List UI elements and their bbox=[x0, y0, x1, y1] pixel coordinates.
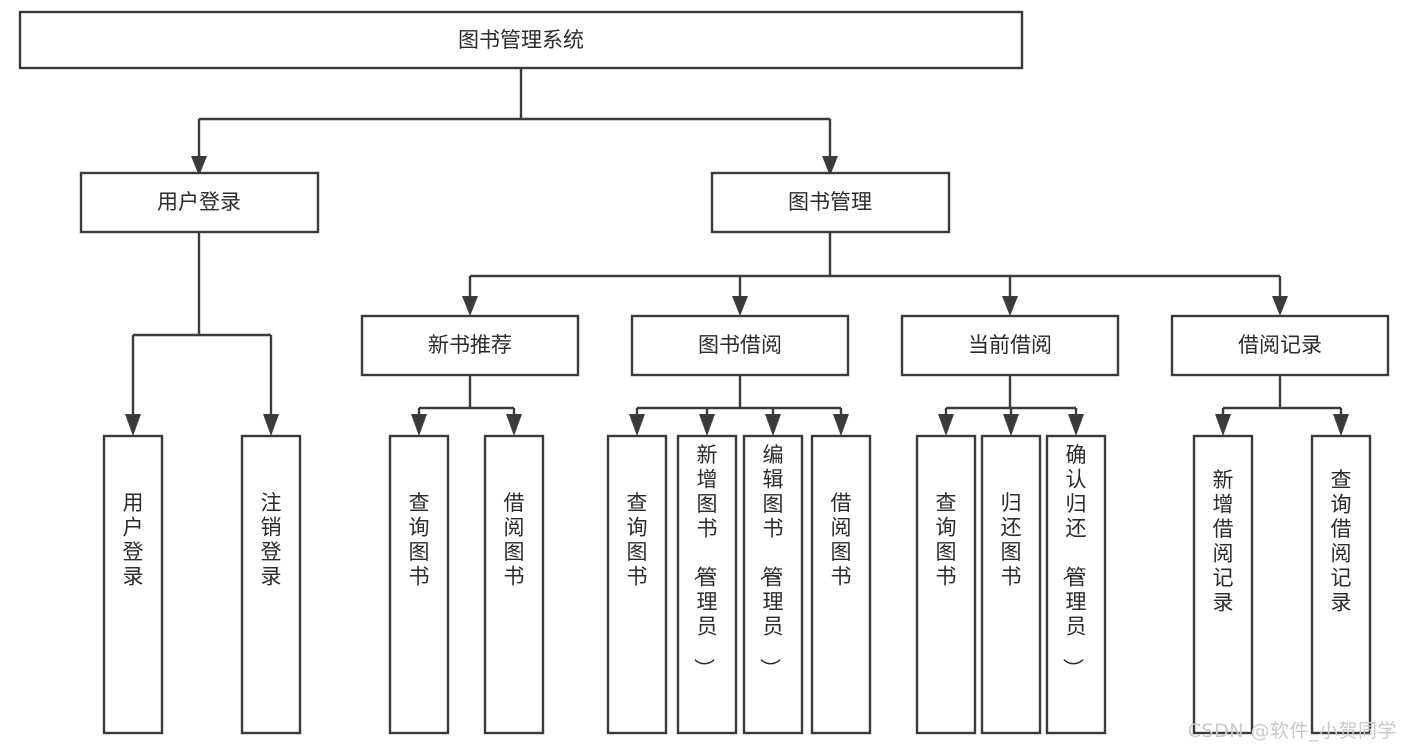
node-user-login[interactable]: 用户登录 bbox=[79, 171, 320, 234]
node-new-book-recommend-box[interactable] bbox=[360, 314, 580, 377]
node-leaf-nb-search-book[interactable]: 查询图书 bbox=[388, 434, 450, 735]
node-leaf-nb-borrow-book[interactable]: 借阅图书 bbox=[483, 434, 545, 735]
node-leaf-bb-edit-book-box[interactable] bbox=[742, 434, 804, 735]
node-leaf-br-add-record[interactable]: 新增借阅记录 bbox=[1192, 434, 1254, 735]
node-current-borrow-label: 当前借阅 bbox=[968, 333, 1052, 357]
arrow-head-book-manage bbox=[822, 156, 838, 176]
node-root[interactable]: 图书管理系统 bbox=[18, 10, 1024, 70]
node-leaf-bb-add-book[interactable]: 新增图书（管理员） bbox=[676, 434, 738, 735]
arrow-head-leaf-user-login-1 bbox=[125, 414, 141, 436]
node-leaf-nb-borrow-book-box[interactable] bbox=[483, 434, 545, 735]
node-new-book-recommend[interactable]: 新书推荐 bbox=[360, 314, 580, 377]
node-leaf-cb-confirm-return[interactable]: 确认归还（管理员） bbox=[1045, 434, 1107, 735]
arrow-head-current-borrow bbox=[1002, 296, 1018, 316]
node-leaf-user-login-box[interactable] bbox=[102, 434, 164, 735]
node-leaf-nb-borrow-book-label: 借阅图书 bbox=[504, 491, 525, 589]
node-new-book-recommend-label: 新书推荐 bbox=[428, 333, 512, 357]
node-leaf-cb-return-book[interactable]: 归还图书 bbox=[980, 434, 1042, 735]
node-leaf-bb-borrow-book-label: 借阅图书 bbox=[831, 491, 852, 589]
arrow-head-new-book bbox=[462, 296, 478, 316]
node-leaf-bb-edit-book-label: 编辑图书（管理员） bbox=[758, 443, 784, 679]
node-leaf-nb-search-book-box[interactable] bbox=[388, 434, 450, 735]
node-book-manage[interactable]: 图书管理 bbox=[710, 171, 951, 234]
node-book-borrow-box[interactable] bbox=[630, 314, 850, 377]
arrow-head-book-borrow bbox=[732, 296, 748, 316]
arrow-head-borrow-record bbox=[1272, 296, 1288, 316]
node-leaf-br-search-record-box[interactable] bbox=[1310, 434, 1372, 735]
node-root-box[interactable] bbox=[18, 10, 1024, 70]
node-leaf-bb-borrow-book[interactable]: 借阅图书 bbox=[810, 434, 872, 735]
node-leaf-bb-search-book[interactable]: 查询图书 bbox=[606, 434, 668, 735]
node-book-manage-label: 图书管理 bbox=[788, 190, 872, 214]
node-leaf-logout-label: 注销登录 bbox=[261, 491, 282, 589]
arrow-head-leaf-book-borrow-1 bbox=[629, 414, 645, 436]
arrow-head-leaf-current-borrow-3 bbox=[1068, 414, 1084, 436]
node-borrow-record[interactable]: 借阅记录 bbox=[1170, 314, 1390, 377]
node-book-manage-box[interactable] bbox=[710, 171, 951, 234]
arrow-head-leaf-book-borrow-3 bbox=[765, 414, 781, 436]
arrow-head-leaf-book-borrow-4 bbox=[833, 414, 849, 436]
node-leaf-logout-box[interactable] bbox=[240, 434, 302, 735]
node-current-borrow[interactable]: 当前借阅 bbox=[900, 314, 1120, 377]
arrow-head-leaf-borrow-record-1 bbox=[1215, 414, 1231, 436]
node-leaf-cb-search-book-box[interactable] bbox=[915, 434, 977, 735]
arrow-head-user-login bbox=[191, 156, 207, 176]
node-leaf-cb-return-book-box[interactable] bbox=[980, 434, 1042, 735]
node-leaf-user-login-label: 用户登录 bbox=[123, 491, 144, 589]
arrow-head-leaf-current-borrow-2 bbox=[1003, 414, 1019, 436]
node-leaf-cb-confirm-return-box[interactable] bbox=[1045, 434, 1107, 735]
node-leaf-cb-confirm-return-label: 确认归还（管理员） bbox=[1061, 443, 1087, 679]
arrow-head-leaf-user-login-2 bbox=[263, 414, 279, 436]
node-leaf-br-add-record-box[interactable] bbox=[1192, 434, 1254, 735]
node-leaf-br-search-record[interactable]: 查询借阅记录 bbox=[1310, 434, 1372, 735]
node-leaf-bb-add-book-box[interactable] bbox=[676, 434, 738, 735]
arrow-head-leaf-current-borrow-1 bbox=[938, 414, 954, 436]
node-leaf-bb-borrow-book-box[interactable] bbox=[810, 434, 872, 735]
node-borrow-record-box[interactable] bbox=[1170, 314, 1390, 377]
arrow-head-leaf-new-book-2 bbox=[506, 414, 522, 436]
node-leaf-cb-return-book-label: 归还图书 bbox=[1001, 491, 1022, 589]
node-user-login-box[interactable] bbox=[79, 171, 320, 234]
node-borrow-record-label: 借阅记录 bbox=[1238, 333, 1322, 357]
node-leaf-bb-search-book-box[interactable] bbox=[606, 434, 668, 735]
node-leaf-br-add-record-label: 新增借阅记录 bbox=[1213, 468, 1234, 615]
node-leaf-nb-search-book-label: 查询图书 bbox=[409, 491, 430, 589]
node-user-login-label: 用户登录 bbox=[157, 190, 241, 214]
node-leaf-logout[interactable]: 注销登录 bbox=[240, 434, 302, 735]
arrow-head-leaf-new-book-1 bbox=[411, 414, 427, 436]
connector-group bbox=[125, 68, 1349, 436]
node-book-borrow-label: 图书借阅 bbox=[698, 333, 782, 357]
node-leaf-user-login[interactable]: 用户登录 bbox=[102, 434, 164, 735]
node-leaf-br-search-record-label: 查询借阅记录 bbox=[1331, 468, 1352, 615]
node-leaf-cb-search-book[interactable]: 查询图书 bbox=[915, 434, 977, 735]
node-leaf-bb-add-book-label: 新增图书（管理员） bbox=[692, 443, 718, 679]
node-book-borrow[interactable]: 图书借阅 bbox=[630, 314, 850, 377]
node-leaf-bb-edit-book[interactable]: 编辑图书（管理员） bbox=[742, 434, 804, 735]
node-leaf-bb-search-book-label: 查询图书 bbox=[627, 491, 648, 589]
node-current-borrow-box[interactable] bbox=[900, 314, 1120, 377]
node-leaf-cb-search-book-label: 查询图书 bbox=[936, 491, 957, 589]
arrow-head-leaf-borrow-record-2 bbox=[1333, 414, 1349, 436]
node-root-label: 图书管理系统 bbox=[458, 28, 584, 52]
arrow-head-leaf-book-borrow-2 bbox=[699, 414, 715, 436]
